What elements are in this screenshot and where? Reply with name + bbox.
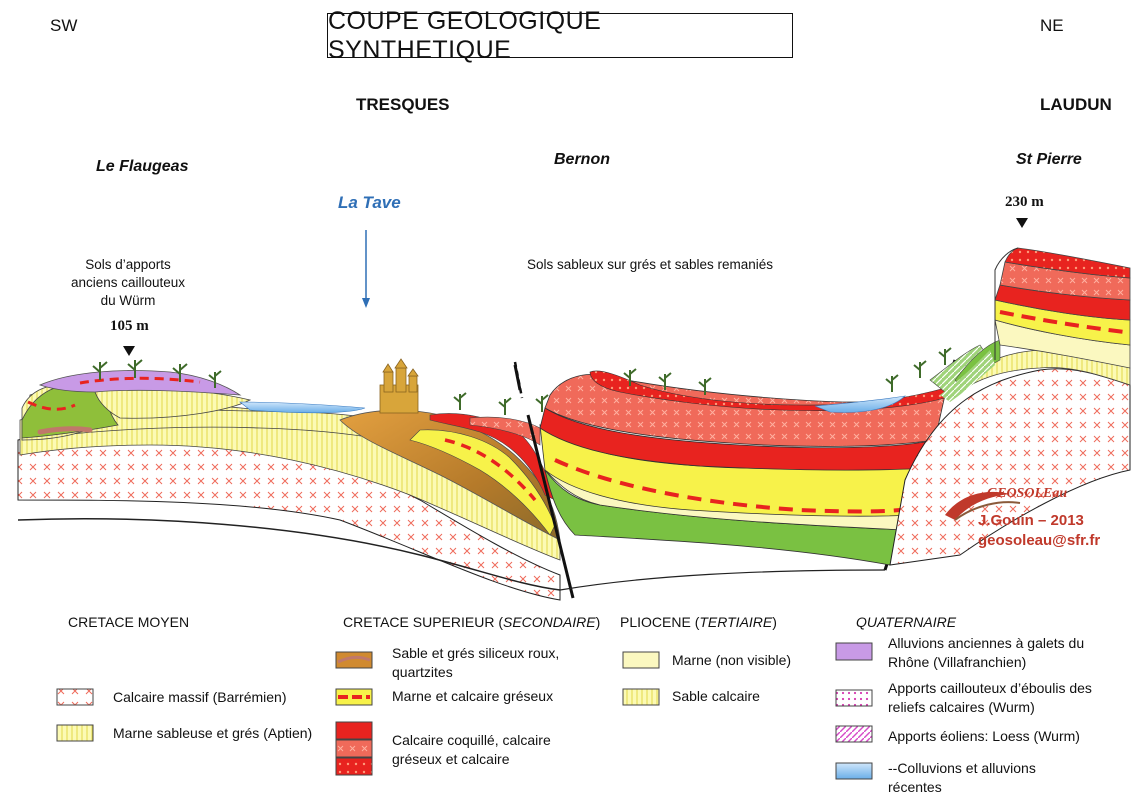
swatch-calcaire-2 — [335, 739, 373, 758]
swatch-colluvions — [835, 762, 873, 780]
legend-item-eboulis: Apports caillouteux d’éboulis des relief… — [888, 680, 1092, 715]
swatch-sable-calcaire — [622, 688, 660, 706]
legend-heading-pliocene-text: PLIOCENE — [620, 614, 691, 630]
swatch-aptien — [56, 724, 94, 742]
triangle-105-icon — [123, 346, 135, 356]
left-brown-line — [37, 426, 93, 435]
swatch-calcaire-3 — [335, 757, 373, 776]
left-salmon-top — [469, 416, 541, 446]
swatch-alluvions — [835, 642, 873, 661]
swatch-loess — [835, 725, 873, 743]
la-tave-water — [239, 401, 366, 414]
credit-email: geosoleau@sfr.fr — [978, 532, 1101, 549]
right-marne-dash — [999, 310, 1126, 334]
swatch-eboulis — [835, 689, 873, 707]
fault-left — [513, 364, 575, 599]
legend-item-barremian: Calcaire massif (Barrémien) — [113, 689, 287, 705]
swatch-calcaire-1 — [335, 721, 373, 740]
place-la-tave: La Tave — [338, 193, 401, 212]
la-tave-arrowhead — [362, 298, 370, 308]
center-marne-dash — [554, 458, 901, 514]
place-tresques: TRESQUES — [356, 95, 450, 114]
legend-heading-tertiaire: TERTIAIRE — [699, 614, 773, 630]
triangle-230-icon — [1016, 218, 1028, 228]
legend-heading-cretace-superieur: CRETACE SUPERIEUR (SECONDAIRE) — [343, 614, 601, 630]
logo-swoosh-2-icon — [954, 501, 1021, 521]
direction-ne: NE — [1040, 16, 1064, 35]
note-sols-sableux: Sols sableux sur grés et sables remaniés — [526, 257, 774, 272]
legend-heading-cretace-moyen: CRETACE MOYEN — [68, 614, 190, 630]
right-aptien — [954, 349, 1131, 397]
place-le-flaugeas: Le Flaugeas — [96, 158, 189, 175]
legend-item-aptien: Marne sableuse et grés (Aptien) — [113, 725, 313, 741]
swatch-marne-pliocene — [622, 651, 660, 669]
credit-author: J.Gouin – 2013 — [978, 512, 1084, 529]
swatch-barremian — [56, 688, 94, 706]
swatch-sable-gres — [335, 651, 373, 669]
left-marne-dash — [444, 438, 537, 502]
legend-item-colluvions: --Colluvions et alluvions récentes — [888, 760, 1036, 795]
plant-icons — [92, 347, 952, 415]
left-baseline — [17, 518, 561, 591]
right-scarp-edge — [994, 247, 1019, 360]
place-st-pierre: St Pierre — [1016, 151, 1082, 168]
castle-icon — [379, 358, 419, 414]
right-slope-hatch — [940, 350, 995, 402]
legend-item-calcaire-coquille: Calcaire coquillé, calcaire gréseux et c… — [392, 732, 551, 767]
center-baseline — [559, 569, 886, 591]
left-red-dash — [27, 376, 201, 411]
legend-item-alluvions: Alluvions anciennes à galets du Rhône (V… — [888, 635, 1085, 670]
right-cap — [1004, 247, 1131, 279]
logo-text: GEOSOLEau — [987, 486, 1068, 501]
legend-item-loess: Apports éoliens: Loess (Wurm) — [888, 728, 1080, 744]
legend-item-sable-gres: Sable et grés siliceux roux, quartzites — [392, 645, 560, 680]
legend-heading-quaternaire: QUATERNAIRE — [856, 614, 957, 630]
logo-swoosh-icon — [945, 491, 1010, 520]
center-water — [814, 395, 906, 413]
altitude-230: 230 m — [1005, 194, 1044, 210]
left-violet-cap — [38, 370, 242, 396]
note-sols-apports: Sols d’apports anciens caillouteux du Wü… — [70, 257, 186, 308]
legend-item-marne-pliocene: Marne (non visible) — [672, 652, 792, 668]
page-title: COUPE GEOLOGIQUE SYNTHETIQUE — [327, 7, 793, 64]
place-laudun: LAUDUN — [1040, 95, 1112, 114]
legend-heading-cretace-superieur-text: CRETACE SUPERIEUR — [343, 614, 495, 630]
fault-left-dash — [513, 361, 524, 399]
legend-heading-pliocene: PLIOCENE (TERTIAIRE) — [620, 614, 777, 630]
place-bernon: Bernon — [554, 151, 610, 168]
legend-heading-secondaire: SECONDAIRE — [503, 614, 596, 630]
left-yellow-band — [409, 429, 556, 536]
direction-sw: SW — [50, 16, 78, 35]
altitude-105: 105 m — [110, 318, 149, 334]
legend-item-marne-calcaire: Marne et calcaire gréseux — [392, 688, 554, 704]
legend-item-sable-calcaire: Sable calcaire — [672, 688, 760, 704]
swatch-sable-gres-line — [337, 655, 371, 664]
